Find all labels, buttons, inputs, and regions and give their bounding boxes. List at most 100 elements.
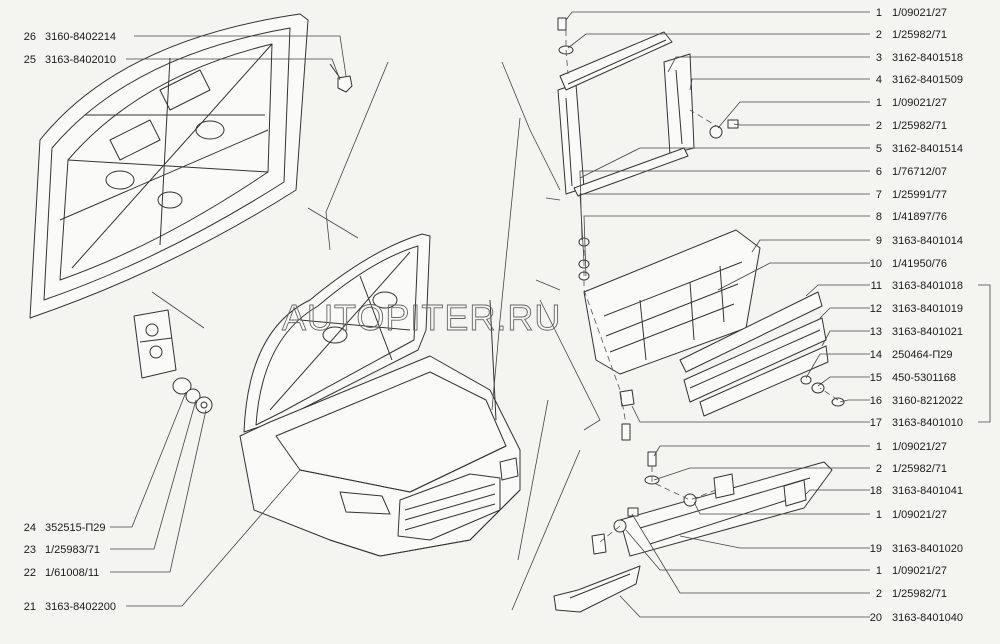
callout-part-code: 3162-8401509 (892, 74, 963, 86)
callout-number: 16 (870, 395, 882, 407)
callout-row: 1 1/09021/27 (876, 7, 947, 19)
assembly-guide-lines (565, 30, 839, 543)
callout-row: 9 3163-8401014 (876, 235, 963, 247)
callout-number: 1 (876, 7, 882, 19)
washers-and-nut (172, 377, 213, 414)
callout-row: 7 1/25991/77 (876, 189, 947, 201)
callout-number: 10 (870, 258, 882, 270)
callout-number: 1 (876, 509, 882, 521)
callout-number: 25 (24, 54, 36, 66)
callout-part-code: 1/09021/27 (892, 509, 947, 521)
callout-part-code: 1/25983/71 (45, 544, 100, 556)
callout-part-code: 1/25982/71 (892, 120, 947, 132)
callout-number: 24 (24, 522, 36, 534)
callout-number: 13 (870, 326, 882, 338)
callout-number: 14 (870, 349, 882, 361)
callout-row: 24 352515-П29 (24, 522, 106, 534)
callout-number: 6 (876, 166, 882, 178)
callout-number: 23 (24, 544, 36, 556)
callout-number: 17 (870, 417, 882, 429)
callout-row: 14 250464-П29 (870, 349, 953, 361)
callout-part-code: 3163-8401021 (892, 326, 963, 338)
callout-number: 5 (876, 143, 882, 155)
callout-number: 15 (870, 372, 882, 384)
right-callout-list: 1 1/09021/27 2 1/25982/71 3 3162-8401518… (870, 7, 963, 624)
hinge-bracket (133, 309, 177, 379)
callout-row: 2 1/25982/71 (876, 463, 947, 475)
grille-trim-strips (679, 291, 829, 417)
vehicle-front-assembly (239, 233, 521, 557)
callout-number: 8 (876, 211, 882, 223)
callout-part-code: 1/61008/11 (45, 567, 99, 579)
callout-row: 26 3160-8402214 (24, 31, 116, 43)
watermark-text: AUTOPITER.RU (282, 297, 561, 338)
callout-row: 15 450-5301168 (870, 372, 956, 384)
leader-lines (110, 11, 991, 618)
callout-number: 1 (876, 441, 882, 453)
callout-row: 21 3163-8402200 (24, 601, 116, 613)
callout-number: 2 (876, 29, 882, 41)
callout-part-code: 3163-8401020 (892, 543, 963, 555)
callout-row: 5 3162-8401514 (876, 143, 963, 155)
callout-part-code: 3163-8401014 (892, 235, 963, 247)
callout-number: 1 (876, 97, 882, 109)
bolt-and-washer-upper (557, 17, 739, 139)
callout-number: 9 (876, 235, 882, 247)
callout-row: 1 1/09021/27 (876, 441, 947, 453)
callout-part-code: 352515-П29 (45, 522, 106, 534)
callout-number: 12 (870, 303, 882, 315)
radiator-side-panel-right (663, 53, 695, 155)
callout-part-code: 3162-8401518 (892, 52, 963, 64)
callout-part-code: 3160-8402214 (45, 31, 116, 43)
callout-part-code: 1/09021/27 (892, 565, 947, 577)
callout-part-code: 1/25982/71 (892, 463, 947, 475)
radiator-grille (583, 229, 761, 375)
callout-number: 22 (24, 567, 36, 579)
callout-part-code: 1/76712/07 (892, 166, 947, 178)
callout-row: 22 1/61008/11 (24, 567, 100, 579)
callout-row: 2 1/25982/71 (876, 588, 947, 600)
callout-number: 2 (876, 463, 882, 475)
hood-clip-part (329, 63, 353, 93)
callout-row: 2 1/25982/71 (876, 120, 947, 132)
callout-number: 2 (876, 120, 882, 132)
callout-row: 1 1/09021/27 (876, 509, 947, 521)
context-pointer-lines (151, 61, 601, 611)
callout-row: 16 3160-8212022 (870, 395, 963, 407)
callout-row: 4 3162-8401509 (876, 74, 963, 86)
callout-row: 10 1/41950/76 (870, 258, 947, 270)
callout-number: 19 (870, 543, 882, 555)
callout-row: 11 3163-8401018 (871, 280, 963, 292)
radiator-lower-member (573, 147, 689, 197)
callout-part-code: 3163-8401040 (892, 612, 963, 624)
callout-row: 1 1/09021/27 (876, 565, 947, 577)
callout-number: 7 (876, 189, 882, 201)
callout-row: 3 3162-8401518 (876, 52, 963, 64)
callout-part-code: 3160-8212022 (892, 395, 963, 407)
callout-number: 3 (876, 52, 882, 64)
callout-row: 19 3163-8401020 (870, 543, 963, 555)
bumper-bracket-lower (553, 565, 641, 613)
callout-part-code: 3163-8401010 (892, 417, 963, 429)
callout-part-code: 1/09021/27 (892, 441, 947, 453)
callout-part-code: 3163-8401041 (892, 485, 963, 497)
radiator-upper-crossmember (559, 31, 673, 91)
callout-part-code: 250464-П29 (892, 349, 953, 361)
callout-row: 1 1/09021/27 (876, 97, 947, 109)
callout-part-code: 3163-8401019 (892, 303, 963, 315)
callout-row: 8 1/41897/76 (876, 211, 947, 223)
bumper-bracket-upper (619, 461, 833, 557)
callout-part-code: 1/25982/71 (892, 29, 947, 41)
callout-row: 25 3163-8402010 (24, 54, 116, 66)
callout-number: 1 (876, 565, 882, 577)
callout-part-code: 1/25982/71 (892, 588, 947, 600)
callout-part-code: 1/09021/27 (892, 7, 947, 19)
hood-panel (29, 13, 309, 319)
callout-row: 13 3163-8401021 (870, 326, 963, 338)
callout-row: 18 3163-8401041 (870, 485, 963, 497)
bumper-fasteners (591, 451, 807, 555)
callout-number: 21 (24, 601, 36, 613)
left-callout-list: 26 3160-8402214 25 3163-8402010 24 35251… (24, 31, 116, 613)
callout-number: 18 (870, 485, 882, 497)
